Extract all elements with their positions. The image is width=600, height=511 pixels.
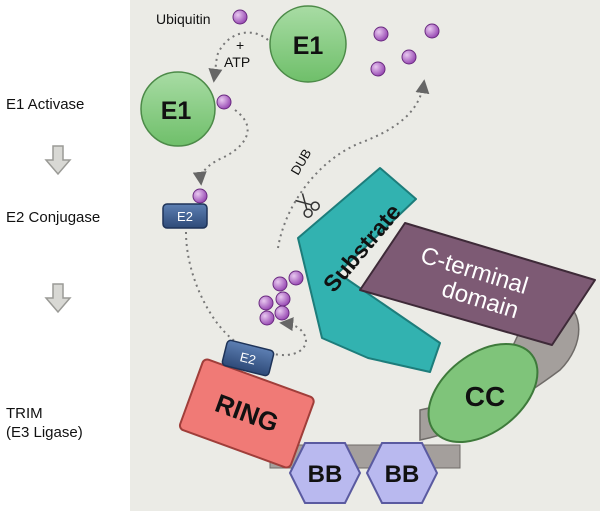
bb2-label: BB — [385, 461, 420, 488]
e1-small-label: E1 — [161, 97, 192, 125]
atp-label: ATP — [224, 54, 250, 70]
side-label-trim: TRIM — [6, 405, 43, 422]
side-label-e1-activase: E1 Activase — [6, 96, 84, 113]
transfer-to-e2-arrow — [192, 109, 249, 186]
ubiquitin-transfer-arrow — [269, 317, 307, 356]
ubiquitin-dot — [288, 270, 304, 286]
ring-domain — [178, 358, 315, 469]
activation-arrow — [208, 31, 269, 83]
side-label-e3-ligase: (E3 Ligase) — [6, 424, 83, 441]
e1-large-label: E1 — [293, 32, 324, 60]
e2-bound-label: E2 — [238, 349, 257, 367]
ubiquitin-dot — [216, 94, 232, 110]
side-label-e2-conjugase: E2 Conjugase — [6, 209, 100, 226]
ubiquitin-dot — [401, 49, 417, 65]
substrate-domain — [297, 167, 441, 373]
down-arrow-icon — [44, 283, 72, 314]
ubiquitin-dot — [258, 295, 274, 311]
bb-domain-2 — [365, 442, 439, 504]
ubiquitin-dot — [192, 188, 208, 204]
ubiquitin-dot — [259, 310, 275, 326]
dub-recycle-arrow — [277, 79, 430, 249]
ubiquitin-dot — [424, 23, 440, 39]
bb1-label: BB — [308, 461, 343, 488]
e1-enzyme-small — [140, 71, 216, 147]
e2-free-label: E2 — [177, 209, 193, 224]
e1-enzyme-large — [269, 5, 347, 83]
e2-enzyme-bound: E2 — [221, 339, 275, 377]
cc-domain — [427, 342, 539, 444]
ubiquitin-label: Ubiquitin — [156, 11, 210, 27]
e2-enzyme-free: E2 — [162, 203, 208, 229]
ubiquitin-dot — [370, 61, 386, 77]
down-arrow-icon — [44, 145, 72, 176]
cc-label: CC — [465, 381, 505, 412]
ubiquitin-dot — [275, 291, 291, 307]
scissors-icon — [295, 193, 320, 218]
ubiquitin-dot — [232, 9, 248, 25]
ubiquitin-dot — [272, 276, 288, 292]
c-terminal-domain — [359, 222, 596, 346]
plus-sign: + — [236, 37, 244, 53]
ubiquitin-dot — [274, 305, 290, 321]
bb-domain-1 — [288, 442, 362, 504]
ubiquitin-dot — [373, 26, 389, 42]
